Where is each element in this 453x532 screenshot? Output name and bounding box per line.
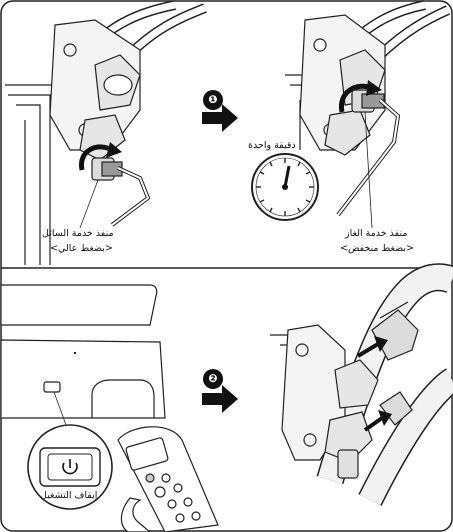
liquid-port-subtitle: <بضغط عالي> (50, 243, 113, 255)
liquid-port-title: منفذ خدمة السائل (42, 228, 114, 240)
gas-port-subtitle: <بضغط منخفض> (340, 243, 414, 255)
indoor-unit-illustration (1, 285, 165, 425)
stopwatch-icon (252, 154, 318, 220)
power-off-label: إيقاف التشغيل (40, 490, 97, 502)
duration-label: دقيقة واحدة (248, 140, 296, 152)
gas-port-title: منفذ خدمة الغاز (345, 228, 407, 240)
step-2-badge: ❷ (203, 369, 223, 389)
step-1-badge: ❶ (203, 90, 223, 110)
